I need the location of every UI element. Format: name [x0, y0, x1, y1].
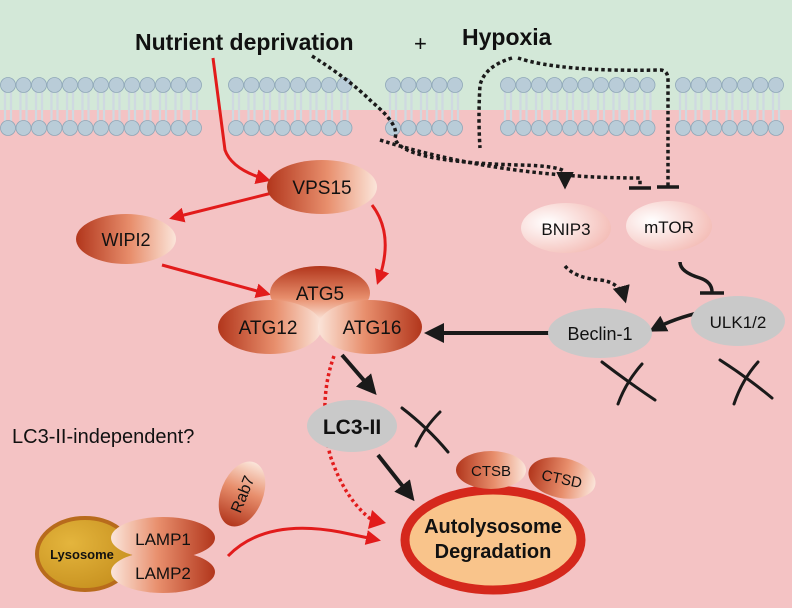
- ulk12-inhibition-x-mark: [718, 358, 774, 406]
- lamp2-label: LAMP2: [135, 564, 191, 583]
- vps15-label: VPS15: [292, 178, 351, 199]
- hypoxia-to-bnip3-dotted-path: [477, 56, 513, 149]
- lc3-to-autolysosome-arrow: [376, 453, 415, 502]
- plus-sign: +: [414, 31, 427, 56]
- lamp2-protein: LAMP2: [111, 551, 215, 593]
- ctsb-protein: CTSB: [456, 451, 526, 489]
- nutrient-deprivation-label: Nutrient deprivation: [135, 29, 354, 55]
- wipi2-label: WIPI2: [101, 230, 150, 250]
- lamp1-label: LAMP1: [135, 530, 191, 549]
- lc3-independent-dotted-arrow: [323, 355, 374, 522]
- cell-membrane-bilayer: [0, 77, 784, 136]
- lc3-independent-label: LC3-II-independent?: [12, 426, 194, 448]
- lysosome-to-autolysosome-arrow: [226, 526, 381, 558]
- lc3ii-inhibition-x-mark: [400, 406, 450, 454]
- lc3ii-label: LC3-II: [323, 416, 381, 439]
- degradation-label: Degradation: [435, 541, 552, 563]
- beclin1-inhibition-x-mark: [600, 360, 657, 406]
- mtor-label: mTOR: [644, 218, 694, 237]
- lamp1-protein: LAMP1: [111, 517, 215, 559]
- vps15-protein: VPS15: [267, 160, 377, 214]
- bnip3-label: BNIP3: [541, 220, 590, 239]
- atg12-label: ATG12: [239, 318, 298, 339]
- rab7-protein: Rab7: [218, 461, 266, 527]
- mtor-protein: mTOR: [626, 201, 712, 251]
- nutrient-to-mtor-inhibition: [379, 138, 642, 188]
- atg12-protein: [218, 300, 322, 354]
- nutrient-to-vps15-arrow: [211, 57, 271, 185]
- lysosome: Lysosome: [35, 516, 135, 592]
- ulk12-protein: ULK1/2: [691, 296, 785, 346]
- mtor-to-ulk-inhibition: [678, 261, 714, 293]
- lc3ii-protein: LC3-II: [307, 400, 397, 452]
- wipi2-protein: WIPI2: [76, 214, 176, 264]
- vps15-to-wipi2-arrow: [169, 191, 273, 223]
- atg5-atg12-atg16-complex: ATG5 ATG12 ATG16: [218, 266, 422, 354]
- wipi2-to-atg-complex-arrow: [161, 263, 271, 299]
- ulk12-label: ULK1/2: [710, 313, 767, 332]
- atg16-protein: [318, 300, 422, 354]
- vps15-to-atg-complex-arrow: [370, 204, 390, 285]
- ctsb-label: CTSB: [471, 463, 511, 480]
- ctsd-protein: CTSD: [528, 457, 596, 499]
- autolysosome: Autolysosome Degradation: [400, 485, 586, 595]
- hypoxia-to-mtor-inhibition: [517, 56, 670, 186]
- autolysosome-label: Autolysosome: [424, 516, 562, 538]
- lysosome-label: Lysosome: [50, 547, 114, 562]
- beclin1-protein: Beclin-1: [548, 308, 652, 358]
- nutrient-to-bnip3-dotted-arrow: [311, 54, 574, 190]
- bnip3-protein: BNIP3: [521, 203, 611, 253]
- atg-complex-to-lc3-arrow: [340, 353, 377, 396]
- bnip3-to-beclin1-dotted-arrow: [563, 264, 630, 304]
- hypoxia-label: Hypoxia: [462, 24, 552, 50]
- lc3-independent-arrowhead: [368, 510, 386, 529]
- atg16-label: ATG16: [343, 318, 402, 339]
- beclin1-label: Beclin-1: [567, 324, 632, 344]
- atg5-label: ATG5: [296, 284, 344, 305]
